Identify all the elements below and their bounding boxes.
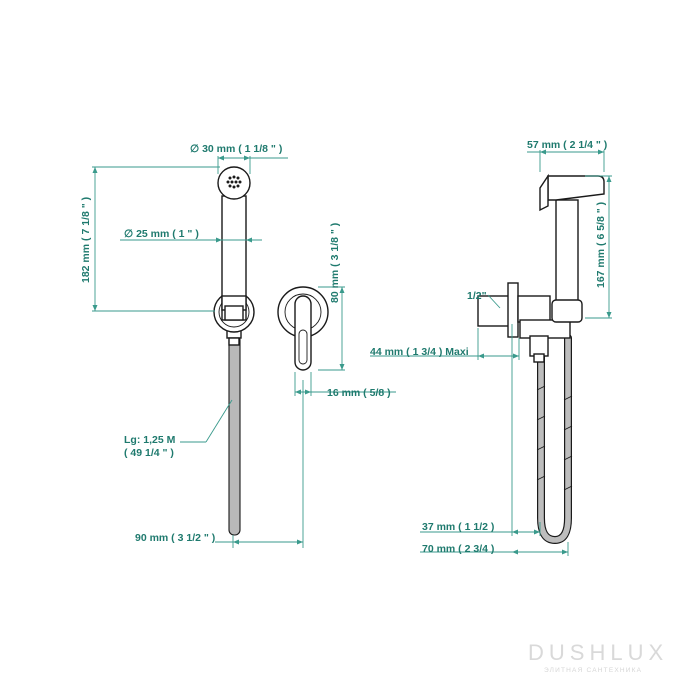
shower-head xyxy=(217,166,251,200)
watermark-brand: DUSHLUX xyxy=(528,640,668,665)
spray-nozzles xyxy=(226,175,242,189)
shower-body-side xyxy=(555,199,579,311)
dim-thread: 1/2" xyxy=(467,290,487,302)
watermark-logo: DUSHLUX ЭЛИТНАЯ САНТЕХНИКА xyxy=(528,640,668,674)
dim-depth-37: 37 mm ( 1 1/2 ) xyxy=(422,521,494,533)
hose-loop xyxy=(537,334,572,544)
dim-side-width: 57 mm ( 2 1/4 " ) xyxy=(527,139,607,151)
dim-handle-diameter: ∅ 25 mm ( 1 " ) xyxy=(124,228,199,240)
dimension-labels: ∅ 30 mm ( 1 1/8 " ) ∅ 25 mm ( 1 " ) 182 … xyxy=(80,139,607,555)
holder-side-view xyxy=(277,286,329,371)
wall-elbow xyxy=(477,295,513,327)
hose xyxy=(228,334,241,536)
dim-head-diameter: ∅ 30 mm ( 1 1/8 " ) xyxy=(190,143,282,155)
dim-holder-height: 80 mm ( 3 1/8 " ) xyxy=(329,223,341,303)
dimension-lines xyxy=(92,150,612,556)
dim-projection-max: 44 mm ( 1 3/4 ) Maxi xyxy=(370,346,469,358)
dim-holder-depth: 16 mm ( 5/8 ) xyxy=(327,387,391,399)
dim-depth-70: 70 mm ( 2 3/4 ) xyxy=(422,543,494,555)
holder-hook xyxy=(294,295,312,371)
valve-nut xyxy=(529,335,549,357)
dim-hose-length-2: ( 49 1/4 " ) xyxy=(124,447,174,459)
dim-left-width: 90 mm ( 3 1/2 " ) xyxy=(135,532,215,544)
dimension-arrows xyxy=(92,149,612,555)
hand-shower-front-view xyxy=(213,166,255,536)
shower-head-side xyxy=(547,175,605,201)
elbow-body xyxy=(517,295,551,323)
dim-hose-length-1: Lg: 1,25 M xyxy=(124,434,176,446)
watermark-tagline: ЭЛИТНАЯ САНТЕХНИКА xyxy=(544,667,642,674)
side-elevation-view xyxy=(477,173,605,544)
dim-height-total: 182 mm ( 7 1/8 " ) xyxy=(80,197,92,283)
dim-side-height: 167 mm ( 6 5/8 " ) xyxy=(595,202,607,288)
